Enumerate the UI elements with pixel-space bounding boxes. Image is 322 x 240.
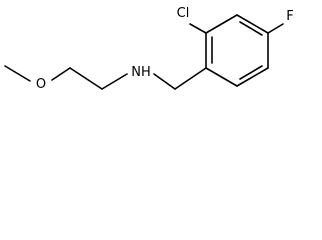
bond-methyl-oxygen [4, 65, 31, 82]
bond-ring-chlorine [189, 23, 207, 34]
ring-bond-c3-c4 [236, 14, 269, 34]
ring-bond-c6-c1 [205, 67, 238, 87]
bond-ethyl-amine [101, 73, 128, 90]
bond-benzyl-ring [174, 67, 207, 90]
chlorine-atom-label: Cl [177, 6, 190, 21]
ring-double-bond-c5-c6 [239, 65, 263, 80]
fluorine-atom-label: F [286, 9, 293, 24]
ring-double-bond-c3-c4 [239, 21, 263, 36]
molecule-structure: O NH Cl F [4, 6, 294, 92]
bond-ethyl-chain [69, 67, 103, 90]
oxygen-atom-label: O [36, 77, 46, 92]
amine-atom-label: NH [131, 65, 151, 80]
ring-bond-c5-c6 [236, 67, 269, 87]
bond-ring-fluorine [267, 23, 284, 34]
bond-amine-benzyl [153, 73, 176, 90]
ring-bond-c2-c3 [205, 14, 238, 34]
bond-oxygen-ethyl [51, 67, 71, 81]
